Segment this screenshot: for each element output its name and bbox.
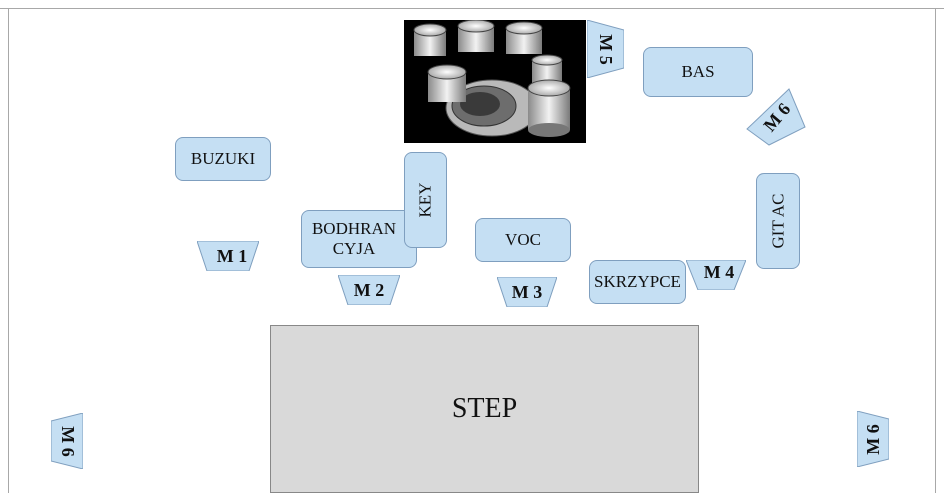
monitor-m5: M 5 [587, 20, 624, 78]
frame-left-border [8, 8, 9, 493]
frame-top-border [0, 8, 944, 9]
monitor-m5-label: M 5 [596, 33, 616, 65]
bas-label: BAS [681, 62, 715, 81]
key-label: KEY [415, 182, 435, 218]
voc-box: VOC [475, 218, 571, 262]
git-ac-label: GIT AC [768, 193, 788, 249]
key-box: KEY [404, 152, 447, 248]
monitor-m6-left-label: M 6 [57, 425, 78, 457]
monitor-m4-label: M 4 [703, 262, 735, 282]
monitor-m6-right-label: M 6 [862, 423, 883, 455]
bodhran-label: BODHRAN CYJA [311, 219, 397, 258]
monitor-m3: M 3 [497, 277, 557, 307]
monitor-m2: M 2 [338, 275, 400, 305]
buzuki-box: BUZUKI [175, 137, 271, 181]
buzuki-label: BUZUKI [190, 149, 256, 168]
skrzypce-label: SKRZYPCE [594, 272, 681, 291]
drum-kit-icon [404, 19, 586, 143]
stage-label: STEP [451, 393, 518, 424]
skrzypce-box: SKRZYPCE [589, 260, 686, 304]
bodhran-box: BODHRAN CYJA [301, 210, 417, 268]
stage-area: STEP [270, 325, 699, 493]
monitor-m6-right: M 6 [857, 411, 889, 467]
monitor-m4: M 4 [686, 260, 746, 290]
voc-label: VOC [505, 230, 541, 249]
monitor-m1-label: M 1 [216, 245, 248, 266]
monitor-m6-top-label: M 6 [759, 98, 795, 135]
monitor-m3-label: M 3 [511, 281, 543, 302]
monitor-m6-top: M 6 [745, 87, 809, 147]
bas-box: BAS [643, 47, 753, 97]
git-ac-box: GIT AC [756, 173, 800, 269]
frame-right-border [935, 8, 936, 493]
monitor-m2-label: M 2 [353, 279, 385, 300]
monitor-m6-left: M 6 [51, 413, 83, 469]
monitor-m1: M 1 [197, 241, 259, 271]
